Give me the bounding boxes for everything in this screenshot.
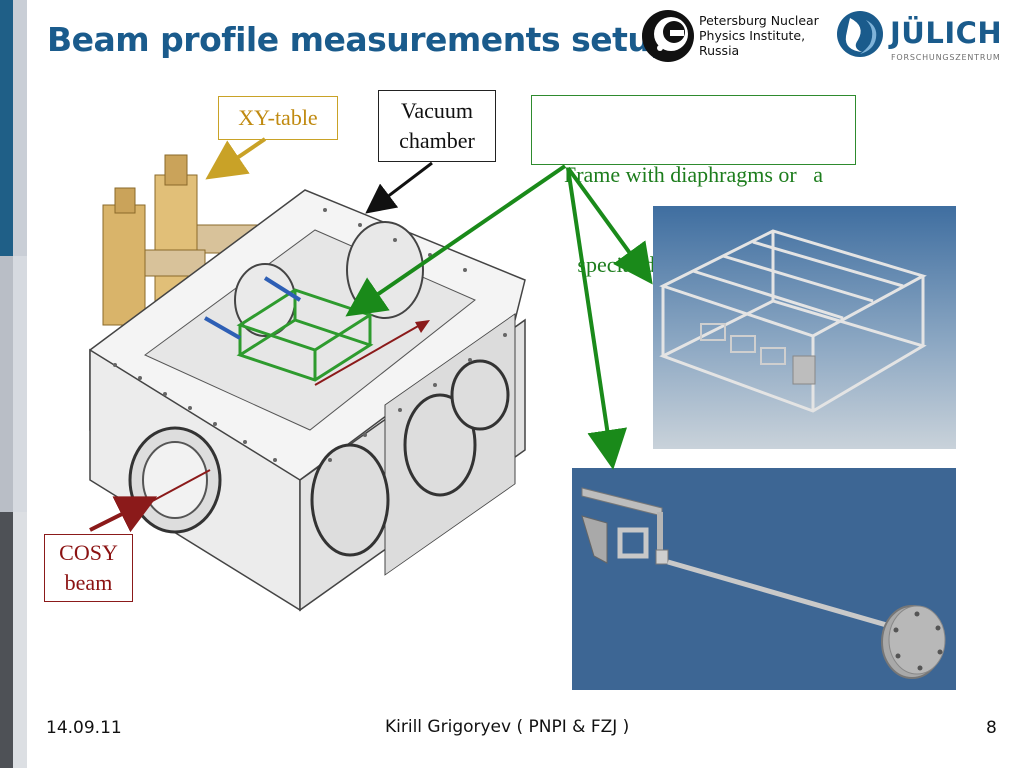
diaphragm-support-photo bbox=[572, 468, 956, 690]
pnpi-name: Petersburg Nuclear Physics Institute, Ru… bbox=[699, 13, 819, 58]
sidebar-decoration bbox=[0, 0, 27, 768]
julich-name: JÜLICH bbox=[890, 16, 1003, 50]
page-number: 8 bbox=[986, 718, 997, 738]
xy-table-label: XY-table bbox=[218, 96, 338, 140]
footer-author: Kirill Grigoryev ( PNPI & FZJ ) bbox=[385, 717, 630, 737]
cosy-beam-label: COSY beam bbox=[44, 534, 133, 602]
julich-subtitle: FORSCHUNGSZENTRUM bbox=[891, 53, 1001, 62]
vacuum-chamber-label: Vacuum chamber bbox=[378, 90, 496, 162]
slide-title: Beam profile measurements setup bbox=[47, 20, 674, 59]
julich-logo bbox=[837, 11, 883, 57]
pnpi-logo bbox=[642, 10, 694, 62]
frame-label: Frame with diaphragms or a special diaph… bbox=[531, 95, 856, 277]
footer-date: 14.09.11 bbox=[46, 718, 122, 738]
vacuum-chamber-drawing bbox=[89, 154, 526, 612]
diaphragm-frame-photo bbox=[653, 206, 956, 449]
